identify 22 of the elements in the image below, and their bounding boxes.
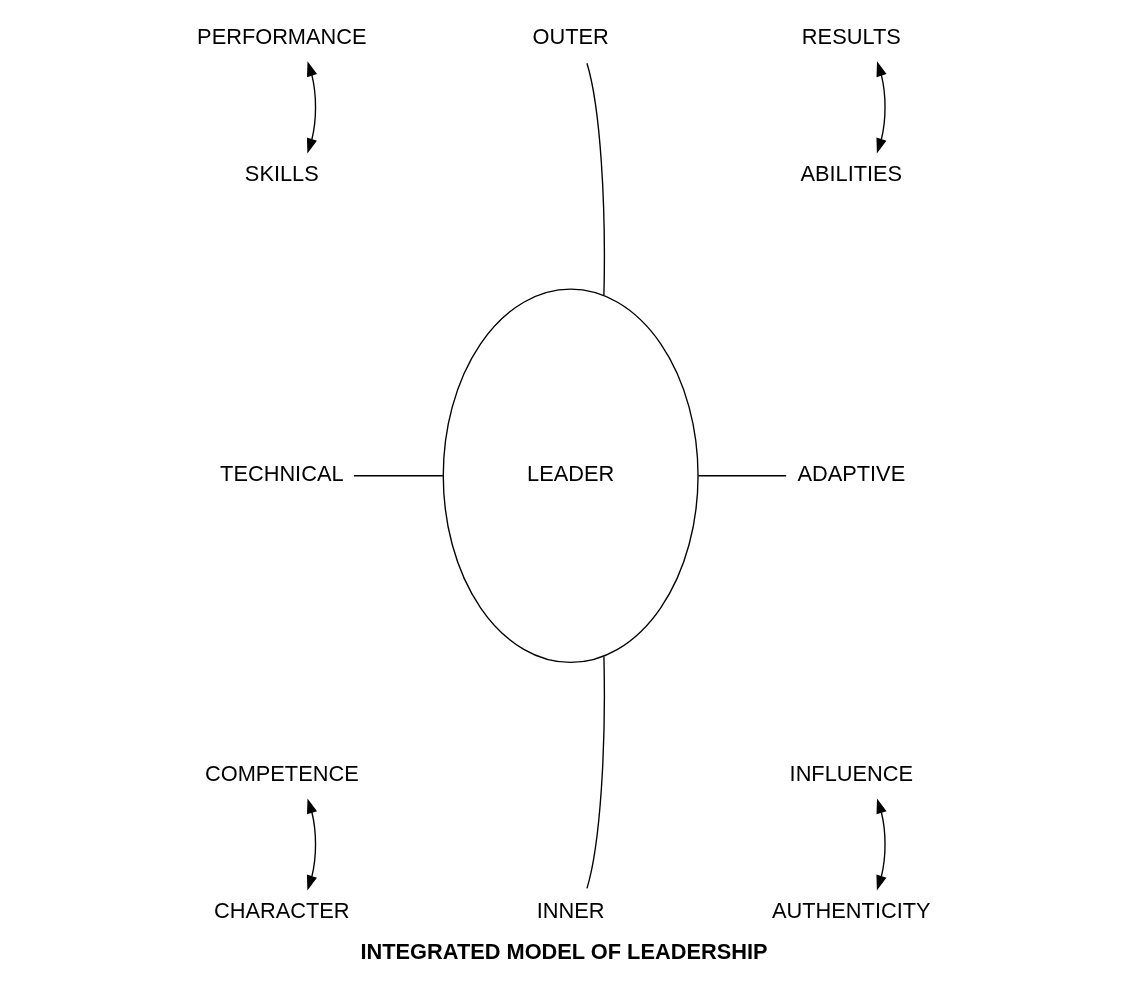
node-text: AUTHENTICITY	[771, 898, 931, 924]
node-text: TECHNICAL	[219, 460, 344, 486]
arrow	[875, 61, 887, 154]
node-text: ADAPTIVE	[796, 460, 905, 486]
arrow	[306, 61, 317, 154]
node-text: INFLUENCE	[789, 760, 913, 786]
node-text: SKILLS	[244, 161, 319, 187]
node-text: INNER	[536, 898, 605, 924]
node-text: COMPETENCE	[204, 760, 359, 786]
node-text: CHARACTER	[213, 898, 350, 924]
node-text: RESULTS	[801, 23, 901, 49]
node-text: ABILITIES	[799, 161, 902, 187]
arrow	[306, 798, 317, 891]
node-text: OUTER	[532, 23, 609, 49]
connector	[352, 475, 444, 477]
arrow	[875, 798, 887, 891]
connector	[585, 62, 605, 296]
connector	[697, 475, 787, 477]
diagram-title: INTEGRATED MODEL OF LEADERSHIP	[360, 939, 768, 965]
node-text: PERFORMANCE	[196, 23, 367, 49]
node-ellipse: LEADER	[442, 288, 699, 664]
connector	[585, 655, 605, 890]
